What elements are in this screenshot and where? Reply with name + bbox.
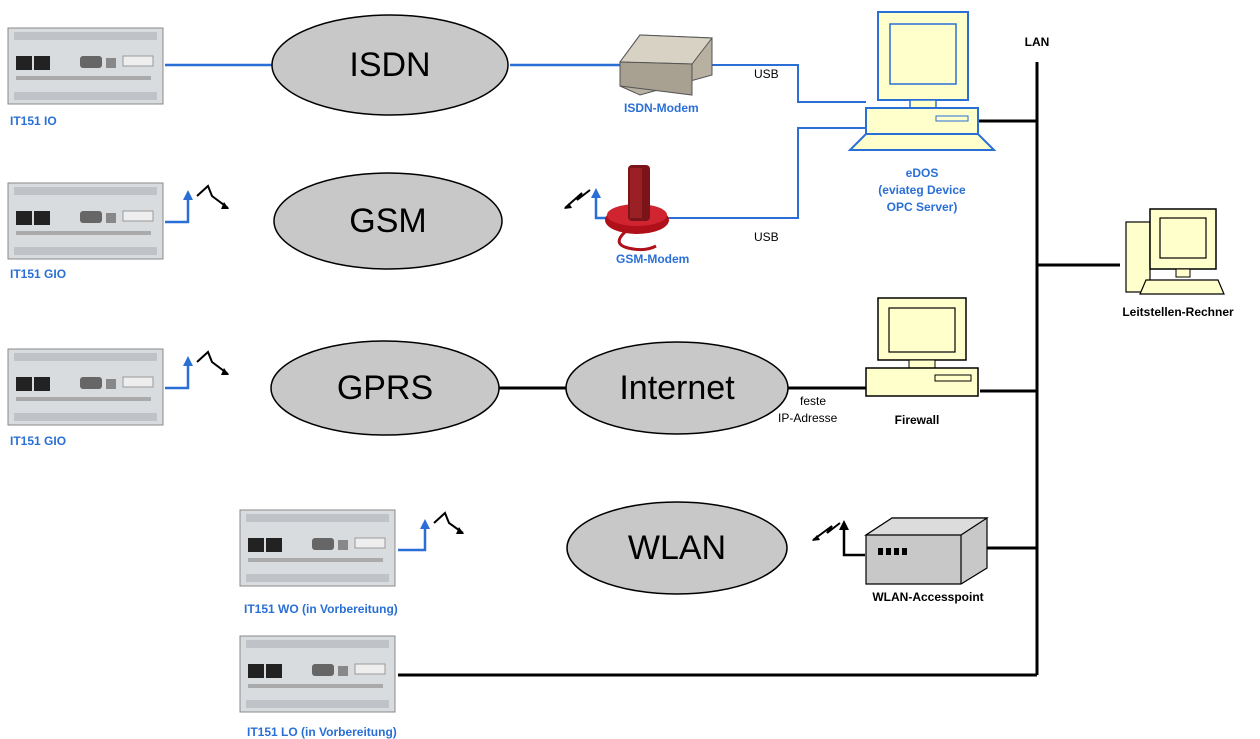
network-gprs: GPRS — [270, 340, 500, 436]
network-label: Internet — [619, 369, 735, 407]
usb-label: USB — [754, 67, 779, 81]
device-it151-lo: IT151 LO (in Vorbereitung) — [239, 635, 397, 739]
wlan-accesspoint: WLAN-Accesspoint — [863, 517, 990, 604]
isdn-modem: ISDN-Modem — [619, 34, 713, 115]
leitstelle-label: Leitstellen-Rechner — [1122, 305, 1234, 319]
connections — [165, 62, 1120, 677]
device-label: IT151 WO (in Vorbereitung) — [244, 602, 398, 616]
network-label: GPRS — [337, 369, 433, 407]
device-label: IT151 GIO — [10, 267, 66, 281]
network-gsm: GSM — [273, 172, 503, 270]
device-it151-wo: IT151 WO (in Vorbereitung) — [239, 509, 398, 616]
gsm-modem-label: GSM-Modem — [616, 252, 689, 266]
feste-label: feste — [800, 394, 826, 408]
edos-label-1: eDOS — [906, 166, 939, 180]
edos-label-2: (eviateg Device — [878, 183, 966, 197]
wlan-ap-label: WLAN-Accesspoint — [872, 590, 983, 604]
network-label: GSM — [349, 202, 426, 240]
network-wlan: WLAN — [566, 501, 788, 595]
network-internet: Internet — [565, 341, 789, 435]
network-isdn: ISDN — [271, 14, 509, 116]
leitstellen-computer: Leitstellen-Rechner — [1122, 208, 1234, 319]
device-label: IT151 GIO — [10, 434, 66, 448]
firewall-computer: Firewall — [865, 297, 979, 427]
firewall-label: Firewall — [895, 413, 940, 427]
edos-label-3: OPC Server) — [887, 200, 958, 214]
isdn-modem-label: ISDN-Modem — [624, 101, 699, 115]
device-it151-gio-1: IT151 GIO — [7, 182, 164, 281]
device-label: IT151 LO (in Vorbereitung) — [247, 725, 397, 739]
antennas — [165, 184, 849, 552]
lan-label: LAN — [1025, 35, 1050, 49]
device-it151-io: IT151 IO — [7, 27, 164, 128]
edos-computer: eDOS (eviateg Device OPC Server) — [849, 11, 995, 214]
usb-label: USB — [754, 230, 779, 244]
device-label: IT151 IO — [10, 114, 57, 128]
ip-adresse-label: IP-Adresse — [778, 411, 838, 425]
network-label: ISDN — [349, 46, 430, 84]
device-it151-gio-2: IT151 GIO — [7, 348, 164, 448]
gsm-modem: GSM-Modem — [605, 165, 689, 266]
network-label: WLAN — [628, 529, 726, 567]
